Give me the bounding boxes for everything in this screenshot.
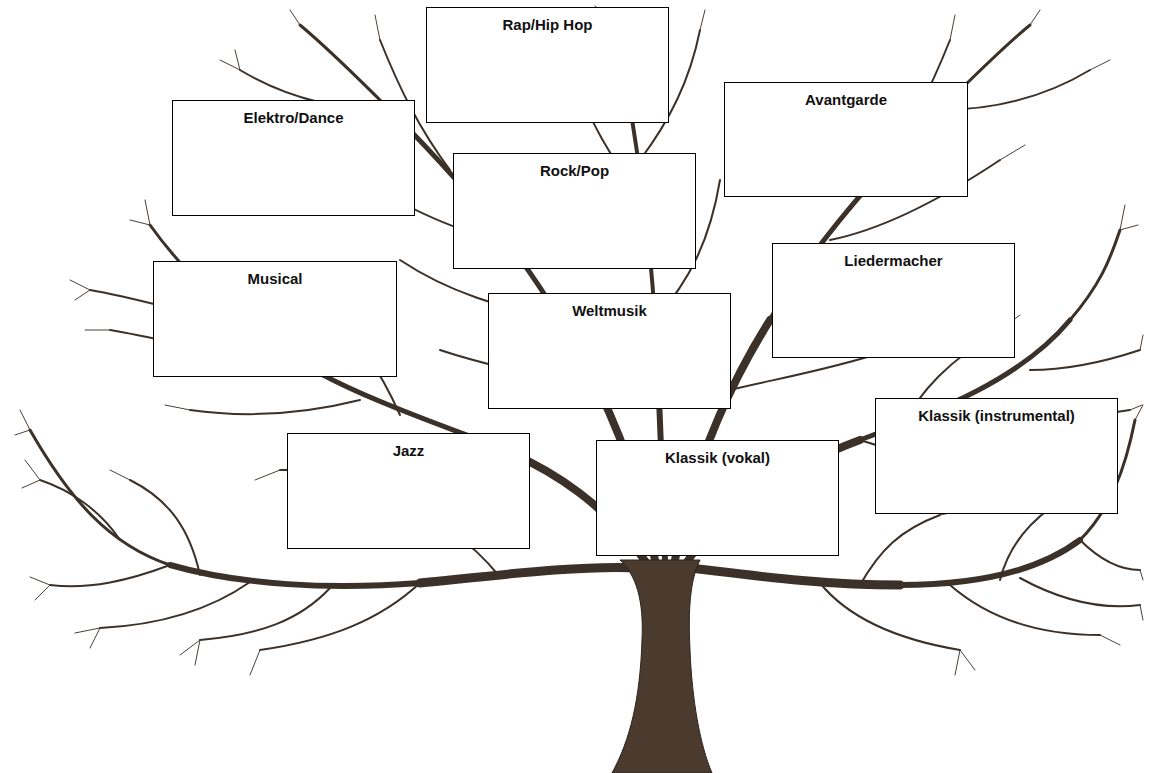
genre-box: Liedermacher (772, 243, 1015, 358)
genre-box: Avantgarde (724, 82, 968, 197)
genre-box: Rock/Pop (453, 153, 696, 269)
genre-label: Rap/Hip Hop (503, 16, 593, 34)
genre-box: Klassik (vokal) (596, 440, 839, 556)
tree-trunk (612, 560, 712, 773)
genre-label: Rock/Pop (540, 162, 609, 180)
genre-box: Weltmusik (488, 293, 731, 409)
genre-box: Klassik (instrumental) (875, 398, 1118, 514)
genre-label: Weltmusik (572, 302, 647, 320)
tree-branches (15, 6, 1143, 675)
genre-label: Musical (247, 270, 302, 288)
genre-box: Jazz (287, 433, 530, 549)
genre-label: Jazz (393, 442, 425, 460)
genre-box: Elektro/Dance (172, 100, 415, 216)
genre-label: Elektro/Dance (243, 109, 343, 127)
genre-label: Klassik (vokal) (665, 449, 770, 467)
genre-box: Musical (153, 261, 397, 377)
genre-label: Klassik (instrumental) (918, 407, 1075, 425)
genre-label: Liedermacher (844, 252, 942, 270)
genre-box: Rap/Hip Hop (426, 7, 669, 123)
genre-label: Avantgarde (805, 91, 887, 109)
